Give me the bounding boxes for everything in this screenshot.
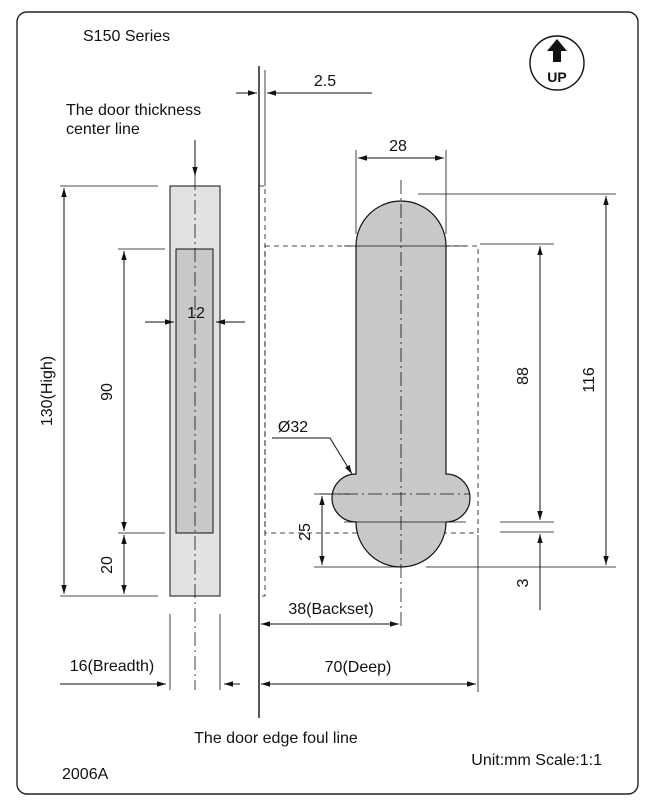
series-title: S150 Series [83,28,170,45]
diameter-leader [272,437,353,475]
bottom-label: 20 [99,556,116,574]
outer-height-label: 116 [581,367,598,393]
drawing-code: 2006A [62,766,109,783]
center-line-caption-1: The door thickness [66,102,201,119]
up-badge: UP [529,35,585,91]
up-arrow-icon [547,39,567,62]
foul-line-label: The door edge foul line [194,730,358,747]
diameter-label: Ø32 [278,419,308,436]
up-label: UP [547,69,566,85]
deep-label: 70(Deep) [325,659,392,676]
backset-label: 38(Backset) [288,601,373,618]
width-label: 28 [389,138,407,155]
lower-label: 25 [297,523,314,541]
height-label: 130(High) [39,356,56,426]
center-line-caption-2: center line [66,121,140,138]
gap-label: 3 [515,578,532,587]
plate-width-label: 12 [187,305,205,322]
unit-scale-label: Unit:mm Scale:1:1 [471,752,602,769]
slot-label: 90 [99,383,116,401]
offset-label: 2.5 [314,73,336,90]
drawing-frame [16,11,639,795]
inner-height-label: 88 [515,367,532,385]
plate-slot [175,248,214,534]
breadth-label: 16(Breadth) [70,658,155,675]
mortise-outline [259,185,266,597]
